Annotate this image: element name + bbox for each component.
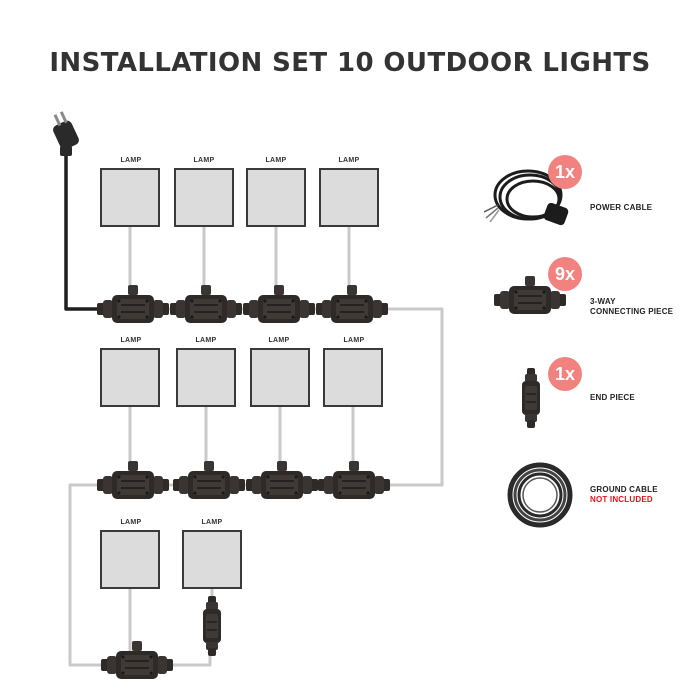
lamp-label: LAMP (120, 157, 142, 164)
three-way-connector-icon (242, 284, 316, 324)
lamp-box (182, 530, 242, 589)
ground-cable-coil-icon (507, 462, 573, 528)
lamp-label: LAMP (193, 157, 215, 164)
lamp-label: LAMP (195, 337, 217, 344)
quantity-badge: 1x (548, 155, 582, 189)
lamp-box (319, 168, 379, 227)
three-way-connector-icon (169, 284, 243, 324)
lamp-box (323, 348, 383, 407)
legend-label-line: CONNECTING PIECE (590, 307, 674, 316)
lamp-label: LAMP (265, 157, 287, 164)
cable-network (68, 224, 444, 667)
lamp-box (176, 348, 236, 407)
three-way-connector-icon (317, 460, 391, 500)
lamp-label: LAMP (201, 519, 223, 526)
diagram-title: INSTALLATION SET 10 OUTDOOR LIGHTS (49, 48, 651, 78)
lamp-box (100, 168, 160, 227)
three-way-connector-icon (96, 460, 170, 500)
legend-label-connecting-piece: 3-WAY CONNECTING PIECE (590, 297, 673, 317)
lamp-box (100, 530, 160, 589)
power-cable-icon (483, 169, 569, 226)
three-way-connector-icon (245, 460, 319, 500)
not-included-warning: NOT INCLUDED (590, 495, 653, 504)
quantity-badge: 1x (548, 357, 582, 391)
legend-label-line: 3-WAY (590, 297, 616, 306)
three-way-connector-icon (96, 284, 170, 324)
lamp-label: LAMP (268, 337, 290, 344)
lamp-label: LAMP (120, 337, 142, 344)
lamp-box (246, 168, 306, 227)
lamp-box (174, 168, 234, 227)
legend-label-ground-cable: GROUND CABLE NOT INCLUDED (590, 485, 658, 505)
three-way-connector-icon (100, 640, 174, 680)
lamp-label: LAMP (120, 519, 142, 526)
quantity-badge: 9x (548, 257, 582, 291)
three-way-connector-icon (315, 284, 389, 324)
legend-label-power-cable: POWER CABLE (590, 203, 653, 212)
lamp-label: LAMP (343, 337, 365, 344)
end-piece-icon (202, 595, 222, 657)
three-way-connector-icon (172, 460, 246, 500)
lamps (100, 168, 383, 589)
legend-label-line: GROUND CABLE (590, 485, 658, 494)
lamp-box (100, 348, 160, 407)
end-piece-icon (521, 367, 541, 429)
lamp-label: LAMP (338, 157, 360, 164)
lamp-box (250, 348, 310, 407)
legend-label-end-piece: END PIECE (590, 393, 635, 402)
power-plug-icon (53, 111, 112, 311)
